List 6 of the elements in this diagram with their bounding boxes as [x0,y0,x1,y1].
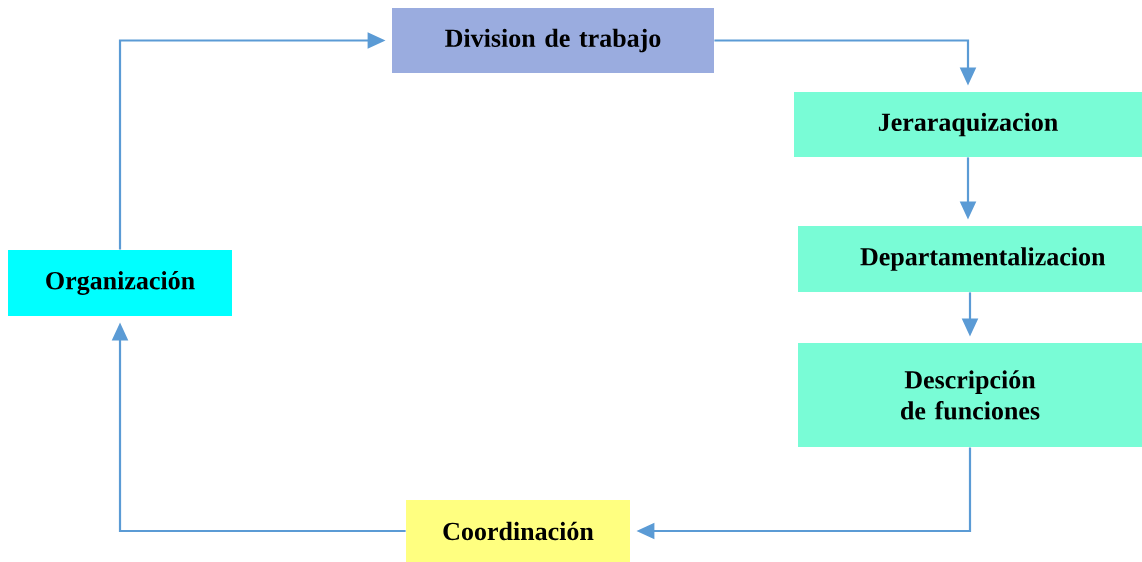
process-box: Descripción de funciones [798,343,1142,447]
process-box: Coordinación [406,500,630,562]
process-box: Jeraraquizacion [794,92,1142,157]
process-box: Division de trabajo [392,8,714,73]
process-box: Organización [8,250,232,316]
process-box: Departamentalizacion [798,226,1142,292]
